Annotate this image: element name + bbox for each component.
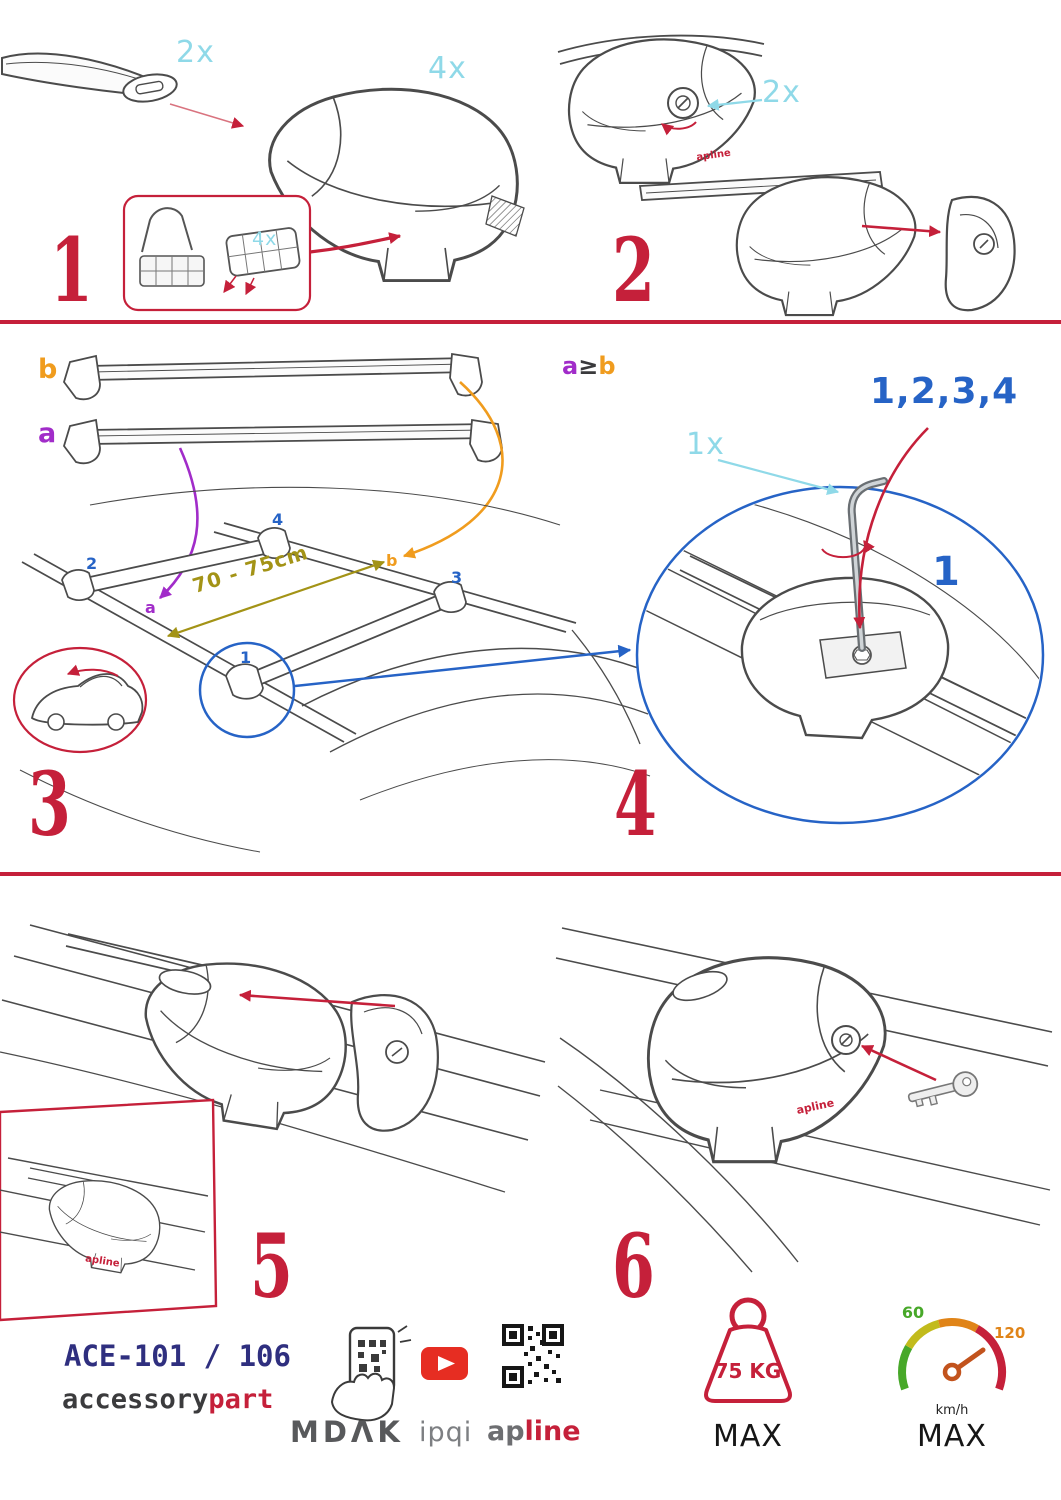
attach-arrow: [238, 989, 396, 1008]
arrow-b-orange: [402, 381, 504, 559]
crossbar-drawing: [1, 52, 178, 103]
speed-low-label: 60: [902, 1303, 924, 1322]
position-b-label: b: [386, 551, 398, 570]
attach-arrow: [861, 224, 942, 238]
qty-key-label: 1x: [686, 427, 725, 462]
bar-end-section: [158, 969, 212, 995]
position-1-label: 1: [240, 648, 252, 667]
qty-lock-arrow: [706, 98, 763, 111]
weight-limit-icon: 75 KG: [704, 1297, 792, 1403]
position-4-label: 4: [272, 510, 284, 529]
lock-cylinder-icon: [831, 1025, 861, 1055]
rubber-pad: [225, 227, 301, 277]
qty-pad-label: 4x: [252, 228, 278, 250]
pad-arrow-2: [245, 277, 257, 296]
qty-key-arrow: [717, 458, 840, 496]
phone-qr-icon: [330, 1325, 412, 1422]
rule-b: b: [598, 352, 616, 380]
step2-illustration: apline: [557, 34, 1016, 317]
step4-illustration: [635, 427, 1045, 825]
lower-assembly: [638, 171, 1016, 317]
logo-apline: apline: [487, 1418, 581, 1445]
roof-perspective: [19, 486, 651, 853]
clamp-bracket: [139, 207, 205, 287]
grip-hatch: [485, 195, 525, 237]
step6-illustration: apline: [555, 927, 1053, 1273]
bar-b-label: b: [38, 354, 58, 385]
step-number-3: 3: [28, 752, 71, 856]
logo-apline-ap: ap: [487, 1416, 525, 1447]
section-divider-top: [0, 320, 1061, 324]
foot-drawing: [735, 176, 917, 317]
brand-accessory: accessory: [62, 1384, 209, 1415]
key-arrow: [860, 1044, 937, 1082]
step-number-1: 1: [50, 218, 93, 322]
hand-icon: [330, 1372, 396, 1422]
step3-illustration: [12, 352, 651, 853]
mounted-inset: apline: [0, 1098, 218, 1322]
foot-closeup: [740, 576, 950, 740]
weight-max-label: MAX: [713, 1419, 783, 1454]
detail-circle: [198, 641, 296, 739]
step5-illustration: apline: [0, 924, 546, 1322]
apline-label: apline: [84, 1253, 120, 1269]
speed-high-label: 120: [994, 1324, 1025, 1342]
rule-operator: ≥: [578, 352, 599, 380]
brand-part: part: [208, 1384, 274, 1415]
qty-foot-label: 4x: [428, 51, 467, 86]
brand-wordmark: accessorypart: [62, 1386, 273, 1413]
step-number-2: 2: [612, 218, 655, 322]
rear-crossbar: [61, 527, 291, 601]
detail-arrow-blue: [294, 644, 632, 688]
youtube-icon: [421, 1347, 468, 1380]
logo-mdak: MDΛK: [290, 1415, 404, 1449]
bar-end-section: [672, 970, 728, 1002]
crossbar-b-drawing: [63, 352, 483, 401]
pointer-line-red: [169, 103, 245, 129]
lock-cylinder-icon: [667, 87, 699, 119]
section-divider-bottom: [0, 872, 1061, 876]
qty-lock-label: 2x: [762, 75, 801, 110]
allen-key-icon: [847, 477, 888, 652]
step-number-6: 6: [612, 1214, 655, 1318]
direction-arrow: [66, 664, 119, 677]
position-a-label: a: [145, 598, 156, 617]
rule-a: a: [562, 352, 579, 380]
end-cover-piece: [944, 195, 1016, 312]
spacing-rule: a≥b: [562, 354, 616, 378]
first-position-label: 1: [932, 549, 960, 595]
pad-inset: [122, 194, 312, 312]
tighten-sequence-label: 1,2,3,4: [870, 371, 1019, 412]
pad-arrow-1: [223, 275, 237, 293]
step-number-5: 5: [250, 1214, 293, 1318]
sequence-arrow-red: [853, 427, 929, 630]
position-3-label: 3: [451, 568, 463, 587]
step-number-4: 4: [614, 752, 657, 856]
crossbar-a-drawing: [63, 418, 503, 465]
front-crossbar: [225, 581, 467, 700]
car-inset: [12, 646, 148, 754]
qr-code: [502, 1324, 564, 1388]
qty-bar-label: 2x: [176, 35, 215, 70]
weight-value: 75 KG: [715, 1359, 782, 1383]
arrow-a-purple: [159, 447, 199, 599]
speed-max-label: MAX: [917, 1419, 987, 1454]
product-code: ACE-101 / 106: [64, 1339, 291, 1373]
position-2-label: 2: [86, 554, 98, 573]
apline-label: apline: [696, 148, 732, 164]
turn-arrow-red: [661, 121, 697, 136]
key-icon: [907, 1071, 979, 1108]
lock-cover-piece: [350, 994, 439, 1132]
step1-illustration: [1, 52, 525, 312]
speed-unit-label: km/h: [936, 1403, 969, 1418]
distance-dimension: [166, 559, 386, 639]
logo-apline-line: line: [524, 1416, 581, 1447]
bar-a-label: a: [38, 418, 57, 449]
speedometer-icon: 60 120 km/h: [898, 1303, 1025, 1418]
inset-arrow: [309, 232, 402, 254]
logo-ipqi: ipqi: [419, 1417, 473, 1448]
foot-drawing: [567, 38, 756, 185]
